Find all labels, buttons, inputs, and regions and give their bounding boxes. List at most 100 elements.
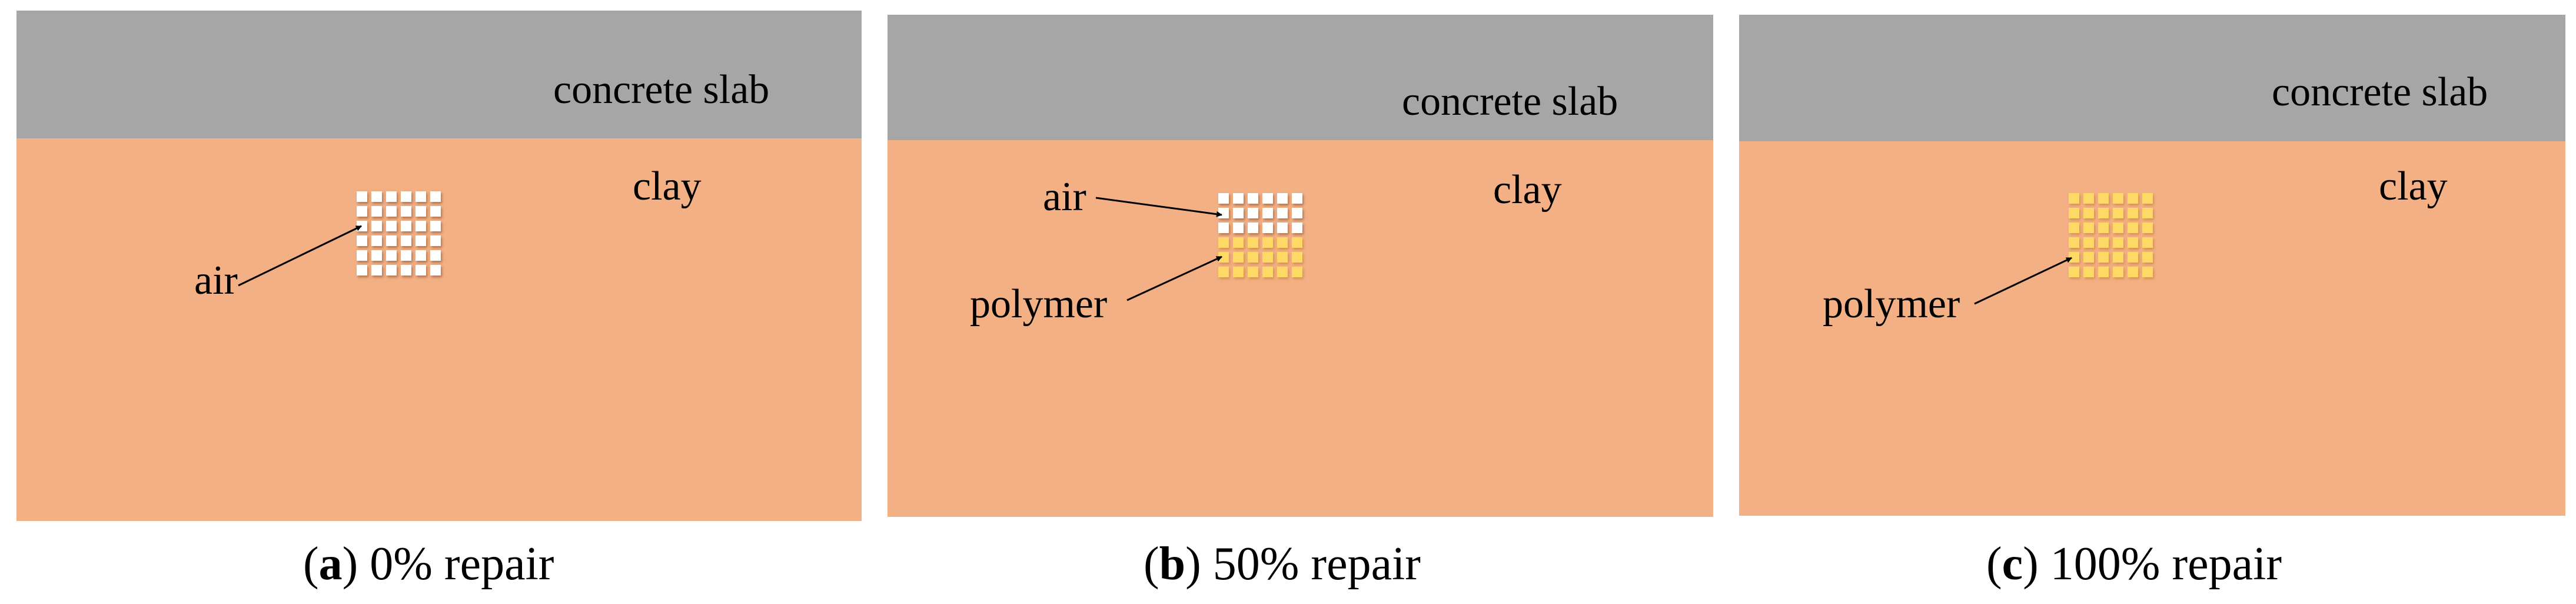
clay-label-c: clay <box>2379 164 2448 209</box>
air-cell <box>430 235 441 246</box>
caption-text-b: 50% repair <box>1201 538 1421 590</box>
caption-text-a: 0% repair <box>358 538 554 590</box>
polymer-cell <box>2128 237 2138 248</box>
polymer-label-c: polymer <box>1823 281 1960 327</box>
polymer-cell <box>1277 237 1288 248</box>
polymer-cell <box>2083 267 2094 277</box>
polymer-cell <box>2083 237 2094 248</box>
air-cell <box>416 206 426 217</box>
air-cell <box>357 191 367 202</box>
polymer-cell <box>1233 267 1244 277</box>
air-cell <box>401 206 411 217</box>
air-cell <box>386 235 397 246</box>
air-cell <box>371 250 382 261</box>
air-cell <box>401 191 411 202</box>
air-cell <box>430 191 441 202</box>
polymer-cell <box>1248 237 1258 248</box>
air-cell <box>416 221 426 231</box>
concrete-slab-b <box>888 15 1713 140</box>
air-cell <box>430 221 441 231</box>
polymer-cell <box>2069 237 2079 248</box>
void-grid-b <box>1218 193 1302 277</box>
polymer-cell <box>1262 252 1273 263</box>
air-cell <box>416 191 426 202</box>
polymer-cell <box>1292 237 1302 248</box>
caption-letter-c: c <box>2002 538 2023 590</box>
air-cell <box>357 265 367 276</box>
air-cell <box>371 265 382 276</box>
air-cell <box>371 191 382 202</box>
polymer-cell <box>2069 223 2079 233</box>
polymer-cell <box>2113 223 2123 233</box>
air-cell <box>1233 193 1244 204</box>
polymer-cell <box>2083 252 2094 263</box>
polymer-cell <box>2142 267 2153 277</box>
air-cell <box>1277 208 1288 218</box>
air-cell <box>1292 193 1302 204</box>
air-cell <box>416 265 426 276</box>
air-cell <box>386 265 397 276</box>
polymer-cell <box>2113 237 2123 248</box>
air-cell <box>401 221 411 231</box>
polymer-cell <box>2142 223 2153 233</box>
polymer-cell <box>2069 208 2079 218</box>
polymer-cell <box>1292 252 1302 263</box>
air-cell <box>1262 223 1273 233</box>
concrete-slab-c <box>1739 15 2565 141</box>
polymer-cell <box>1248 252 1258 263</box>
polymer-cell <box>2098 208 2109 218</box>
void-grid-a <box>357 191 441 276</box>
polymer-cell <box>2098 252 2109 263</box>
air-cell <box>1248 208 1258 218</box>
caption-b: (b) 50% repair <box>1144 538 1421 590</box>
air-cell <box>1262 208 1273 218</box>
slab-label-c: concrete slab <box>2272 69 2488 115</box>
polymer-cell <box>2069 193 2079 204</box>
air-cell <box>416 250 426 261</box>
air-cell <box>1262 193 1273 204</box>
polymer-label-b: polymer <box>970 281 1108 327</box>
polymer-cell <box>2128 223 2138 233</box>
air-cell <box>1277 223 1288 233</box>
polymer-cell <box>2128 267 2138 277</box>
polymer-cell <box>2098 237 2109 248</box>
polymer-cell <box>1218 252 1229 263</box>
air-cell <box>386 191 397 202</box>
polymer-cell <box>1277 267 1288 277</box>
polymer-cell <box>2142 193 2153 204</box>
polymer-cell <box>2083 223 2094 233</box>
polymer-cell <box>1218 237 1229 248</box>
air-cell <box>401 265 411 276</box>
polymer-cell <box>2142 237 2153 248</box>
slab-label-a: concrete slab <box>553 67 770 112</box>
concrete-slab-a <box>16 11 862 138</box>
polymer-cell <box>1233 252 1244 263</box>
air-cell <box>357 206 367 217</box>
polymer-cell <box>2142 208 2153 218</box>
clay-c <box>1739 141 2565 516</box>
air-cell <box>1292 223 1302 233</box>
air-cell <box>371 206 382 217</box>
polymer-cell <box>2098 267 2109 277</box>
slab-label-b: concrete slab <box>1402 79 1618 124</box>
clay-a <box>16 138 862 521</box>
air-cell <box>416 235 426 246</box>
polymer-cell <box>1262 267 1273 277</box>
air-cell <box>357 221 367 231</box>
polymer-cell <box>2098 193 2109 204</box>
air-cell <box>371 235 382 246</box>
air-cell <box>357 235 367 246</box>
caption-letter-a: a <box>318 538 343 590</box>
caption-text-c: 100% repair <box>2038 538 2282 590</box>
polymer-cell <box>2128 252 2138 263</box>
air-cell <box>386 221 397 231</box>
polymer-cell <box>2113 267 2123 277</box>
air-cell <box>430 265 441 276</box>
polymer-cell <box>2098 223 2109 233</box>
air-cell <box>401 250 411 261</box>
air-cell <box>371 221 382 231</box>
polymer-cell <box>2113 252 2123 263</box>
polymer-cell <box>1277 252 1288 263</box>
polymer-cell <box>1262 237 1273 248</box>
air-cell <box>1248 193 1258 204</box>
